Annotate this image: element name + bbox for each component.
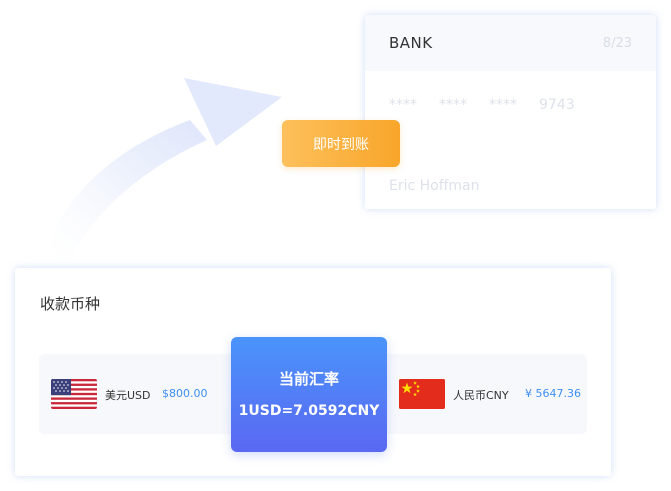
card-number-group: ****	[439, 97, 467, 113]
bank-card: BANK 8/23 **** **** **** 9743 Eric Hoffm…	[365, 15, 656, 209]
bank-name: BANK	[389, 34, 433, 52]
card-holder-name: Eric Hoffman	[389, 178, 480, 194]
exchange-rate-title: 当前汇率	[278, 370, 339, 388]
exchange-rate-value: 1USD=7.0592CNY	[238, 403, 380, 419]
card-number-group: ****	[489, 97, 517, 113]
from-currency-amount: $800.00	[162, 387, 208, 400]
to-currency-label: 人民币CNY	[453, 389, 509, 402]
card-number-group: 9743	[539, 97, 575, 113]
cn-flag-icon	[399, 379, 445, 409]
from-currency-label: 美元USD	[105, 389, 151, 402]
us-flag-icon	[51, 379, 97, 409]
bank-card-header: BANK 8/23	[365, 15, 656, 71]
panel-title: 收款币种	[40, 295, 101, 313]
exchange-rate-card: 当前汇率 1USD=7.0592CNY	[231, 337, 387, 452]
card-number: **** **** **** 9743	[389, 97, 575, 113]
instant-transfer-button[interactable]: 即时到账	[282, 120, 400, 167]
to-currency-amount: ¥ 5647.36	[525, 387, 581, 400]
card-expiry: 8/23	[602, 35, 632, 51]
card-number-group: ****	[389, 97, 417, 113]
